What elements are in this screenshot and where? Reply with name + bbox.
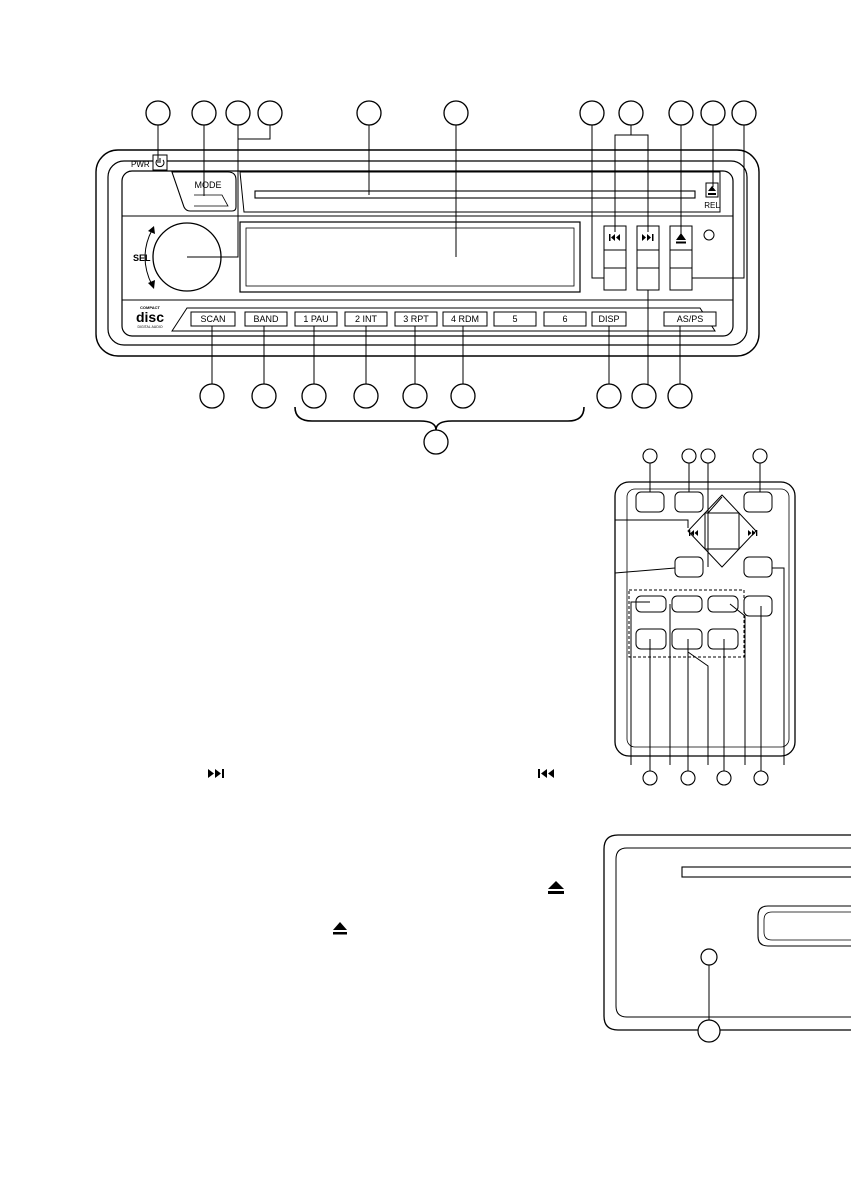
group-brace bbox=[295, 407, 584, 430]
callout-circle bbox=[597, 384, 621, 408]
remote-button[interactable] bbox=[675, 492, 703, 512]
svg-text:disc: disc bbox=[136, 309, 164, 325]
compact-disc-logo: COMPACT disc DIGITAL AUDIO bbox=[136, 305, 164, 329]
skip-forward-icon bbox=[208, 769, 224, 778]
callout-circle bbox=[226, 101, 250, 125]
callout-circle bbox=[619, 101, 643, 125]
callout-circle bbox=[258, 101, 282, 125]
reset-hole[interactable] bbox=[704, 230, 714, 240]
lcd-display bbox=[240, 222, 580, 292]
svg-text:DIGITAL AUDIO: DIGITAL AUDIO bbox=[137, 325, 162, 329]
callout-circle bbox=[643, 771, 657, 785]
preset-button-label: 4 RDM bbox=[451, 314, 479, 324]
callout-circle bbox=[403, 384, 427, 408]
callout-circle bbox=[753, 449, 767, 463]
remote-button[interactable] bbox=[708, 596, 738, 612]
preset-button-label: 1 PAU bbox=[303, 314, 328, 324]
callout-circle bbox=[444, 101, 468, 125]
callout-circle bbox=[200, 384, 224, 408]
callout-circle bbox=[669, 101, 693, 125]
callout-circle bbox=[717, 771, 731, 785]
mode-label: MODE bbox=[195, 180, 222, 190]
callout-circle bbox=[754, 771, 768, 785]
callout-circle bbox=[732, 101, 756, 125]
callout-circle bbox=[643, 449, 657, 463]
remote-button[interactable] bbox=[636, 629, 666, 649]
remote-button[interactable] bbox=[744, 557, 772, 577]
preset-button-label: AS/PS bbox=[677, 314, 704, 324]
pwr-label: PWR bbox=[131, 160, 150, 169]
preset-button-label: 2 INT bbox=[355, 314, 378, 324]
callout-circle bbox=[354, 384, 378, 408]
rel-label: REL bbox=[704, 201, 720, 210]
release-icon bbox=[548, 881, 564, 894]
callout-circle bbox=[682, 449, 696, 463]
callout-circle bbox=[357, 101, 381, 125]
callout-circle bbox=[701, 449, 715, 463]
remote-button[interactable] bbox=[675, 557, 703, 577]
preset-button-label: 6 bbox=[562, 314, 567, 324]
remote-control bbox=[615, 449, 795, 785]
sel-label: SEL bbox=[133, 253, 151, 263]
callout-circle bbox=[424, 430, 448, 454]
callout-circle bbox=[580, 101, 604, 125]
callout-circle bbox=[451, 384, 475, 408]
remote-button[interactable] bbox=[636, 492, 664, 512]
preset-button-label: 5 bbox=[512, 314, 517, 324]
preset-button-label: 3 RPT bbox=[403, 314, 429, 324]
preset-button-label: DISP bbox=[598, 314, 619, 324]
chassis-detail bbox=[604, 835, 851, 1030]
remote-button[interactable] bbox=[708, 629, 738, 649]
remote-button[interactable] bbox=[744, 596, 772, 616]
callout-circle bbox=[192, 101, 216, 125]
callout-circle bbox=[632, 384, 656, 408]
remote-button[interactable] bbox=[672, 596, 702, 612]
callout-circle bbox=[681, 771, 695, 785]
skip-back-icon bbox=[538, 769, 554, 778]
preset-button-label: SCAN bbox=[200, 314, 225, 324]
remote-button[interactable] bbox=[672, 629, 702, 649]
callout-circle bbox=[668, 384, 692, 408]
remote-button[interactable] bbox=[636, 596, 666, 612]
preset-button-label: BAND bbox=[253, 314, 279, 324]
reset-hole[interactable] bbox=[701, 949, 717, 965]
eject-icon bbox=[333, 922, 347, 935]
callout-circle bbox=[701, 101, 725, 125]
callout-circle bbox=[252, 384, 276, 408]
callout-circle bbox=[146, 101, 170, 125]
remote-button[interactable] bbox=[744, 492, 772, 512]
cd-slot bbox=[255, 191, 695, 198]
callout-circle bbox=[698, 1020, 720, 1042]
callout-circle bbox=[302, 384, 326, 408]
